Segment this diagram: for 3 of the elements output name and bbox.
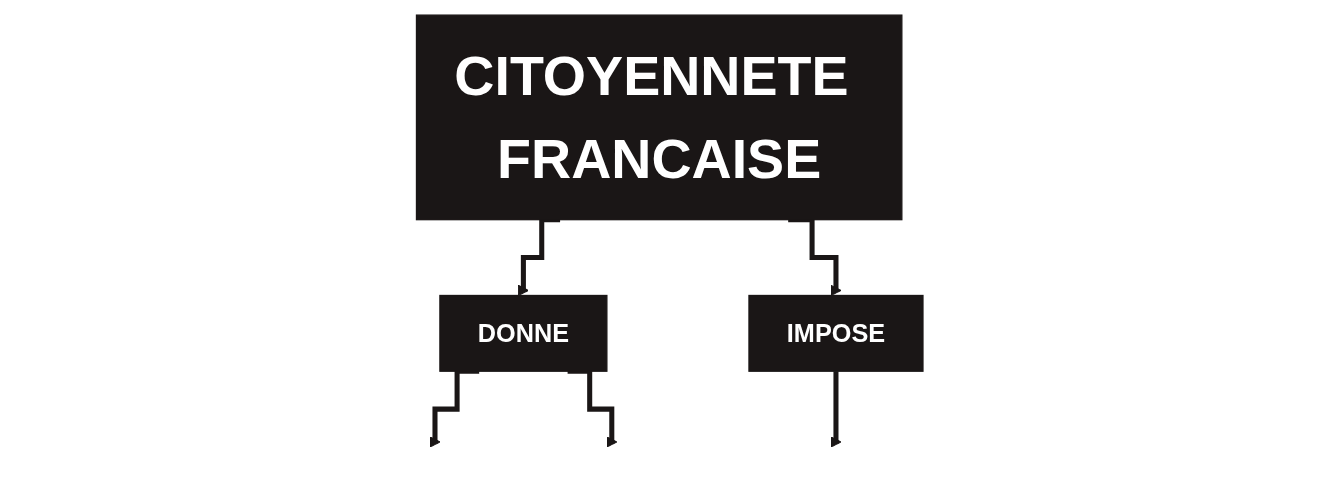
- node-box: IMPOSE: [748, 294, 924, 372]
- node-box: DONNE: [439, 294, 608, 372]
- node-box: CITOYENNETE FRANCAISE: [415, 14, 903, 221]
